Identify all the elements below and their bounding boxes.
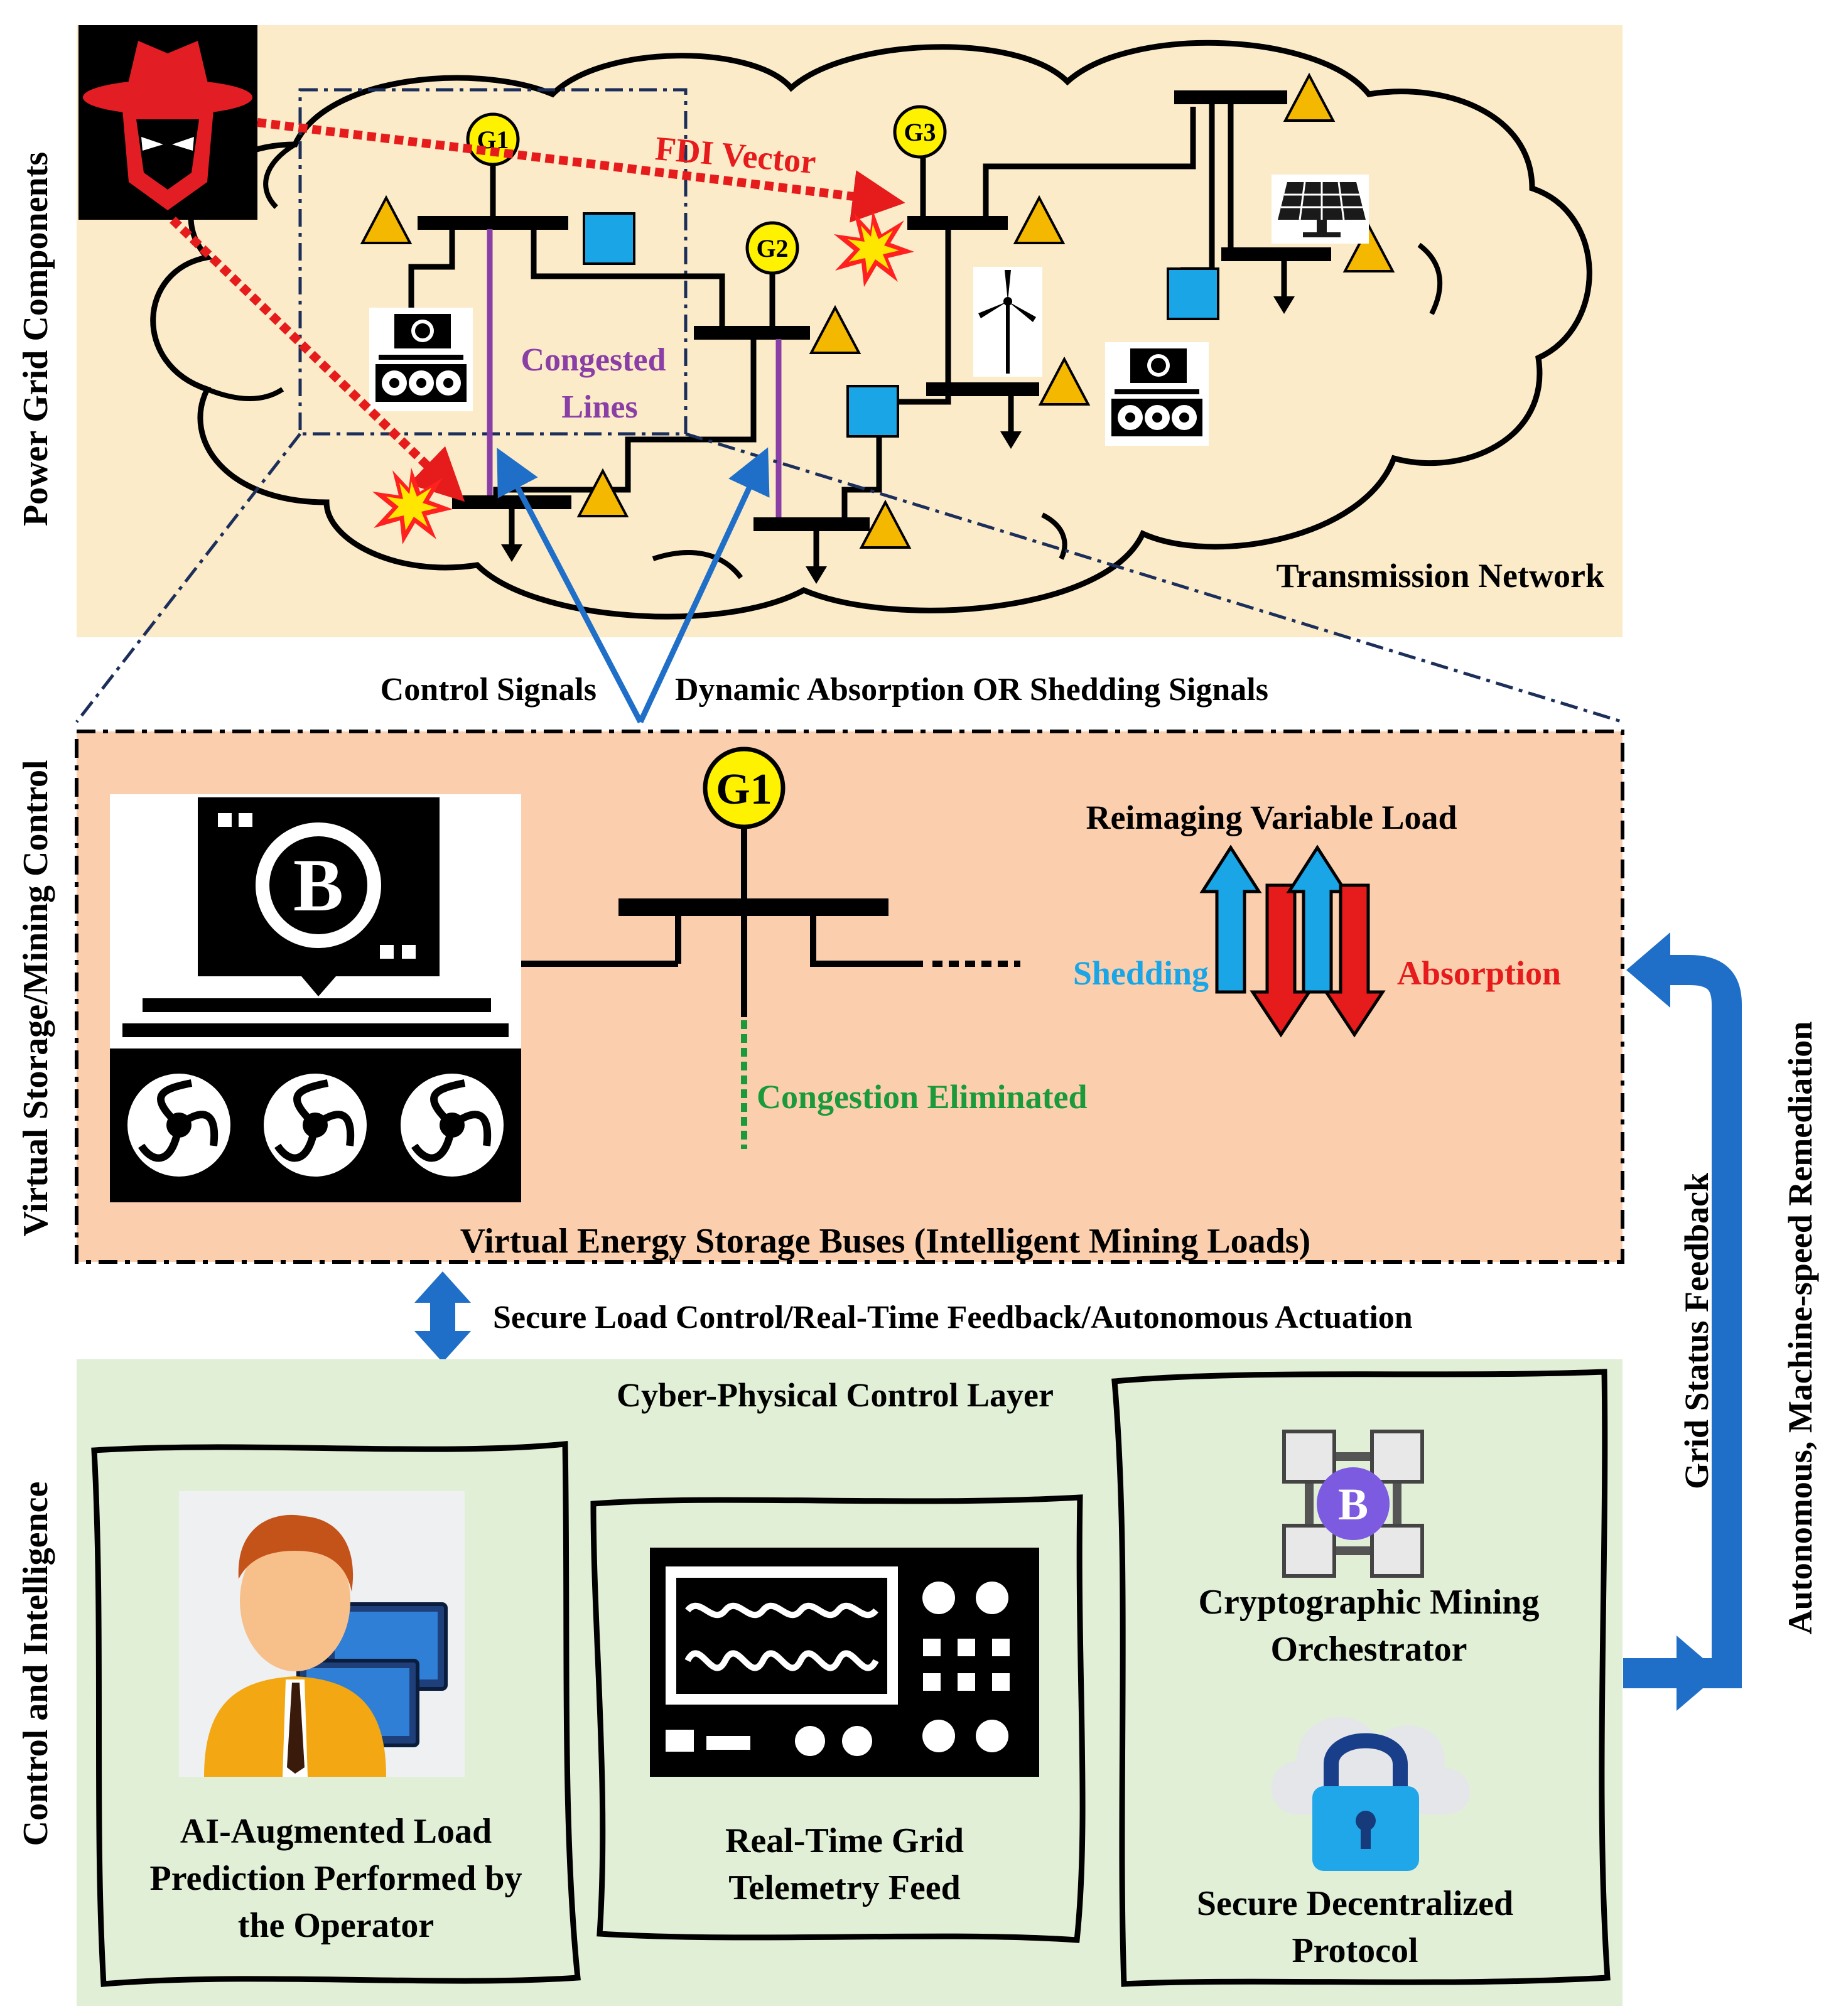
- cloud-lock-icon: [1271, 1717, 1471, 1871]
- bitcoin-symbol: B: [293, 843, 343, 927]
- generator-g1-large: G1: [703, 747, 786, 829]
- storage-square-icon: [583, 212, 635, 265]
- cyber-physical-title: Cyber-Physical Control Layer: [617, 1376, 1054, 1414]
- side-label-remediation: Autonomous, Machine-speed Remediation: [1781, 1021, 1819, 1635]
- crypto-orchestrator-box: [1111, 1369, 1611, 1987]
- link-label: Secure Load Control/Real-Time Feedback/A…: [493, 1300, 1413, 1335]
- secure-label-1: Secure Decentralized: [1197, 1884, 1513, 1923]
- storage-square-icon: [1167, 267, 1219, 320]
- cloud-seam: [1417, 242, 1443, 315]
- reimaging-label: Reimaging Variable Load: [1086, 799, 1457, 836]
- ai-label-2: Prediction Performed by: [149, 1859, 522, 1898]
- fdi-attack-arrow: [257, 118, 905, 223]
- crypto-label-1: Cryptographic Mining: [1199, 1583, 1540, 1622]
- ai-label-3: the Operator: [238, 1906, 435, 1945]
- ai-prediction-box: [91, 1441, 581, 1987]
- cloud-seam: [206, 387, 284, 401]
- large-mining-rig-icon: B: [110, 794, 521, 1202]
- virtual-storage-caption: Virtual Energy Storage Buses (Intelligen…: [460, 1222, 1310, 1261]
- telemetry-box: [590, 1494, 1086, 1943]
- generator-g2-label: G2: [756, 234, 788, 262]
- cloud-seam: [652, 550, 743, 579]
- side-label-power-grid: Power Grid Components: [16, 152, 55, 526]
- wind-turbine-icon: [973, 267, 1042, 377]
- oscilloscope-icon: [650, 1548, 1039, 1777]
- control-signals-label: Control Signals: [381, 672, 597, 708]
- absorption-down-arrow: [1250, 883, 1312, 1038]
- side-label-control: Control and Intelligence: [16, 1482, 55, 1846]
- cloud-seam: [1041, 512, 1067, 560]
- solar-panel-icon: [1272, 175, 1369, 244]
- ai-label-1: AI-Augmented Load: [180, 1812, 492, 1851]
- generator-g1-large-label: G1: [716, 765, 772, 814]
- generator-g3-node: G3: [895, 107, 945, 157]
- bidirectional-link-arrow: [414, 1271, 471, 1362]
- blockchain-icon: B: [1282, 1430, 1424, 1578]
- telemetry-label-1: Real-Time Grid: [725, 1821, 964, 1860]
- hacker-icon: [78, 25, 257, 220]
- crypto-label-2: Orchestrator: [1270, 1630, 1467, 1669]
- shedding-label: Shedding: [1073, 954, 1209, 992]
- operator-icon: [179, 1491, 465, 1777]
- congestion-eliminated-label: Congestion Eliminated: [757, 1078, 1088, 1116]
- generator-g2-node: G2: [747, 223, 797, 273]
- mining-rig-icon: [369, 308, 473, 411]
- cloud-seam: [263, 142, 297, 209]
- fdi-attack-arrow: [170, 216, 465, 502]
- absorption-down-arrow-2: [1323, 883, 1386, 1038]
- generator-g3-label: G3: [904, 118, 936, 146]
- blockchain-bitcoin-symbol: B: [1338, 1479, 1368, 1529]
- control-signal-arrow: [497, 448, 643, 724]
- secure-label-2: Protocol: [1292, 1931, 1418, 1970]
- telemetry-label-2: Telemetry Feed: [728, 1868, 961, 1907]
- dynamic-signal-arrow: [637, 447, 770, 723]
- side-label-storage: Virtual Storage/Mining Control: [16, 760, 55, 1236]
- mining-rig-icon: [1105, 342, 1209, 446]
- shedding-up-arrow: [1199, 844, 1262, 994]
- storage-square-icon: [846, 385, 899, 438]
- feedback-loop-arrow: [1623, 932, 1742, 1711]
- congested-lines-label-2: Lines: [561, 389, 637, 425]
- dynamic-signals-label: Dynamic Absorption OR Shedding Signals: [675, 672, 1268, 708]
- side-label-grid-status: Grid Status Feedback: [1678, 1173, 1715, 1489]
- transmission-network-label: Transmission Network: [1276, 557, 1604, 595]
- absorption-label: Absorption: [1397, 954, 1561, 992]
- zoom-box: [298, 88, 688, 436]
- congested-lines-label: Congested: [521, 342, 666, 378]
